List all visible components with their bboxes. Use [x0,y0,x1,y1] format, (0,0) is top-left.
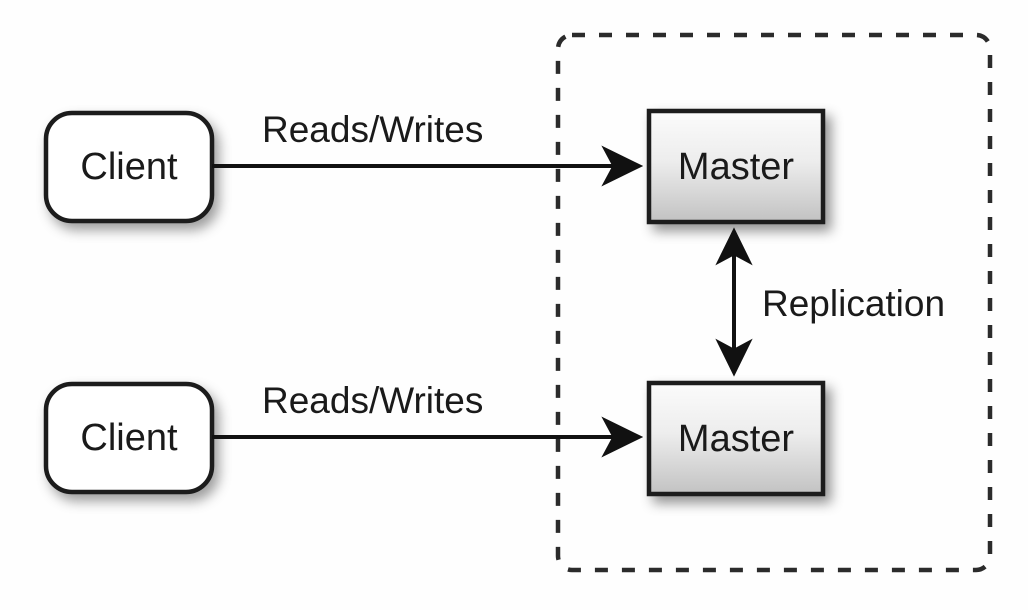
master-bottom-label: Master [678,418,794,460]
replication-label: Replication [762,283,945,324]
node-client-bottom[interactable]: Client [43,381,215,495]
node-master-top[interactable]: Master [646,108,826,225]
master-bottom-box[interactable] [646,380,826,497]
edge-client-bottom-to-master-bottom[interactable]: Reads/Writes [212,380,644,458]
edge-client-top-label: Reads/Writes [262,109,483,150]
cluster-boundary [555,32,993,573]
edge-client-top-to-master-top[interactable]: Reads/Writes [212,109,644,187]
edge-client-bottom-label: Reads/Writes [262,380,483,421]
node-master-bottom[interactable]: Master [646,380,826,497]
node-client-top[interactable]: Client [43,110,215,224]
client-bottom-label: Client [80,417,178,459]
master-top-box[interactable] [646,108,826,225]
master-top-label: Master [678,146,794,188]
client-top-label: Client [80,146,178,188]
edge-master-to-master[interactable]: Replication [715,227,945,377]
